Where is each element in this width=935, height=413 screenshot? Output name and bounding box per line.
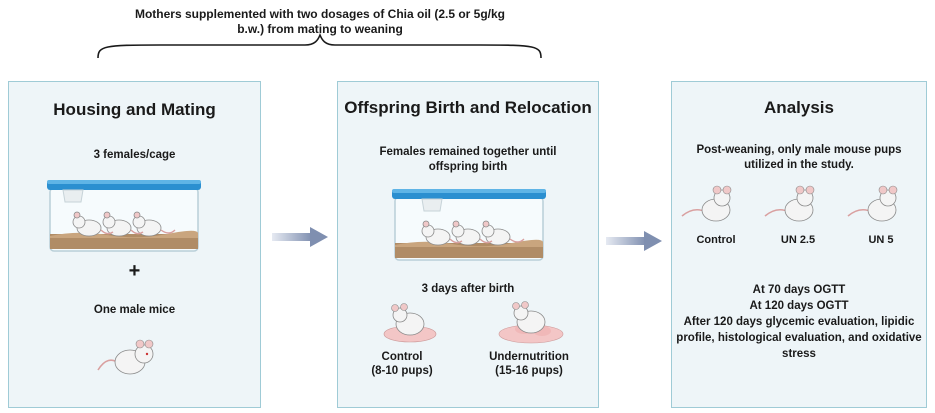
group-control-label: Control [696,234,736,246]
mouse-icon-control [681,185,732,222]
mother-with-pups-icon-undernutrition [498,301,564,344]
mouse-icon-un25 [764,185,815,222]
panel2-days: 3 days after birth [421,283,515,295]
group-un5-label: UN 5 [868,234,894,246]
arrow-right-icon-2 [606,231,662,251]
panel2-line-2: offspring birth [428,161,508,173]
panel2-title: Offspring Birth and Relocation [344,98,592,117]
analysis-line-2: At 120 days OGTT [749,300,849,312]
header-line-1: Mothers supplemented with two dosages of… [134,7,506,21]
arrow-right-icon [272,227,328,247]
panel2-control-count: (8-10 pups) [371,365,433,377]
panel2-control-label: Control [381,351,423,363]
panel1-male-label: One male mice [93,304,176,316]
panel2-line-1: Females remained together until [379,146,557,158]
male-mouse-icon [97,339,154,375]
panel2-under-count: (15-16 pups) [495,365,563,377]
panel3-title: Analysis [764,98,834,117]
cage-icon-2 [392,189,546,261]
panel1-cage-label: 3 females/cage [93,149,176,161]
panel2-under-label: Undernutrition [489,351,569,363]
mouse-icon-un5 [847,185,898,222]
analysis-line-5: stress [782,348,816,360]
panel3-line-2: utilized in the study. [744,159,854,171]
mother-with-pups-icon-control [383,303,437,343]
analysis-line-4: profile, histological evaluation, and ox… [676,332,922,344]
panel1-title: Housing and Mating [53,100,216,119]
group-un25-label: UN 2.5 [780,234,816,246]
header-brace [97,32,542,59]
plus-sign: + [128,260,141,282]
panel3-line-1: Post-weaning, only male mouse pups [696,144,902,156]
analysis-line-1: At 70 days OGTT [752,284,846,296]
panel-analysis [671,81,927,408]
analysis-line-3: After 120 days glycemic evaluation, lipi… [683,316,915,328]
header-line-2: b.w.) from mating to weaning [237,22,403,36]
cage-icon [47,180,201,252]
